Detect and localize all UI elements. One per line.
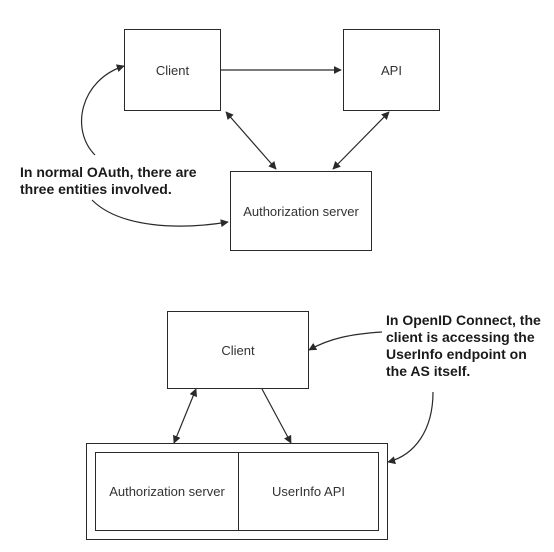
- authorization-server-box: Authorization server: [230, 171, 372, 251]
- note-curve-to-as-box: [387, 391, 434, 465]
- note-curve-to-authorization-server: [91, 199, 229, 228]
- authorization-server-outer-box: Authorization server UserInfo API: [86, 443, 388, 540]
- openid-note-line: the AS itself.: [386, 363, 471, 379]
- client-box-bottom: Client: [167, 311, 309, 389]
- client-box: Client: [124, 29, 221, 111]
- authorization-server-label-bottom: Authorization server: [109, 484, 225, 499]
- authorization-server-section: Authorization server: [96, 453, 239, 530]
- userinfo-api-label: UserInfo API: [272, 484, 345, 499]
- arrow-client-authorization-server-bottom: [173, 388, 197, 444]
- client-label-bottom: Client: [221, 342, 255, 358]
- openid-note-line: UserInfo endpoint on: [386, 346, 527, 362]
- api-label: API: [381, 62, 402, 78]
- authorization-server-inner-box: Authorization server UserInfo API: [95, 452, 379, 531]
- arrow-api-authorization-server: [332, 111, 390, 170]
- openid-note-line: In OpenID Connect, the: [386, 312, 541, 328]
- api-box: API: [343, 29, 440, 111]
- authorization-server-label: Authorization server: [243, 203, 359, 219]
- oauth-note-line: In normal OAuth, there are: [20, 164, 197, 180]
- openid-note-line: client is accessing the: [386, 329, 535, 345]
- note-curve-to-client: [81, 64, 125, 156]
- client-label: Client: [155, 62, 190, 78]
- arrow-client-to-userinfo-api: [261, 388, 292, 444]
- note-curve-to-client-bottom: [308, 331, 383, 351]
- oauth-note-line: three entities involved.: [20, 181, 172, 197]
- userinfo-api-section: UserInfo API: [239, 453, 378, 530]
- arrow-client-authorization-server: [225, 111, 277, 170]
- oauth-note: In normal OAuth, there are three entitie…: [20, 164, 197, 198]
- openid-connect-note: In OpenID Connect, the client is accessi…: [386, 312, 541, 380]
